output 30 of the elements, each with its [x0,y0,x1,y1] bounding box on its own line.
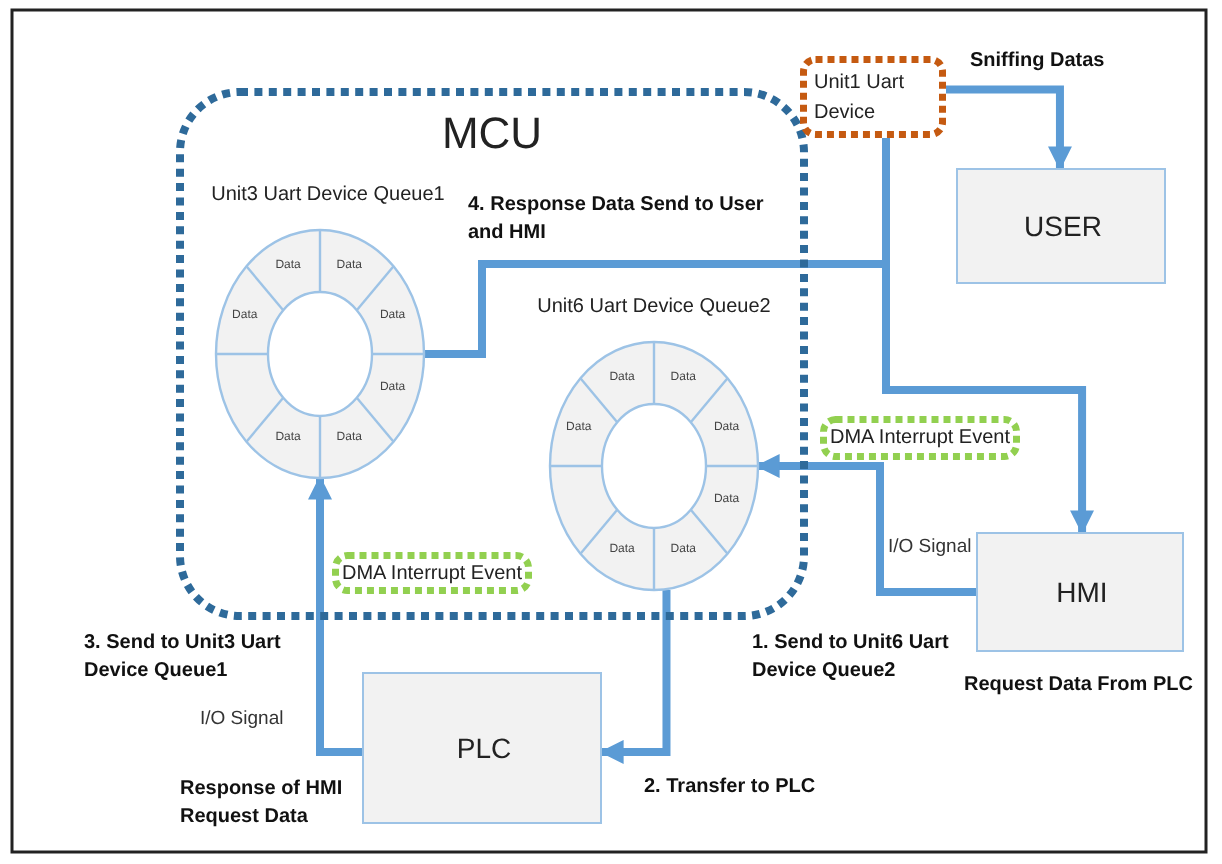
event-label: DMA Interrupt Event [827,427,1013,449]
event-label: DMA Interrupt Event [339,562,525,584]
edge-label: Sniffing Datas [970,48,1107,75]
device-label: Unit1 Uart Device [814,70,907,128]
device-box [976,532,1184,652]
connector-arrow [308,475,362,756]
device-label: USER [1022,210,1104,242]
device-box [362,672,602,824]
connector-arrow [755,454,976,596]
edge-label: 3. Send to Unit3 Uart Device Queue1 [84,630,283,684]
device-box [956,168,1166,284]
edge-label: 4. Response Data Send to User and HMI [468,192,766,246]
queue-title: Unit3 Uart Device Queue1 [209,184,447,206]
signal-label: I/O Signal [888,536,972,558]
queue-title: Unit6 Uart Device Queue2 [535,296,773,318]
device-label: HMI [1054,576,1110,608]
mcu-boundary [176,88,808,620]
connector-arrow [424,260,1095,535]
connector-arrow [946,85,1072,171]
edge-label: 2. Transfer to PLC [644,774,818,801]
mcu-title: MCU [439,108,545,160]
interrupt-event-box [820,416,1020,460]
node-caption: Request Data From PLC [964,672,1195,699]
signal-label: I/O Signal [200,708,284,730]
node-caption: Response of HMI Request Data [180,776,345,830]
edge-label: 1. Send to Unit6 Uart Device Queue2 [752,630,951,684]
device-label: PLC [454,732,514,764]
device-box [800,56,946,138]
connector-arrow [599,590,671,764]
interrupt-event-box [332,552,532,594]
